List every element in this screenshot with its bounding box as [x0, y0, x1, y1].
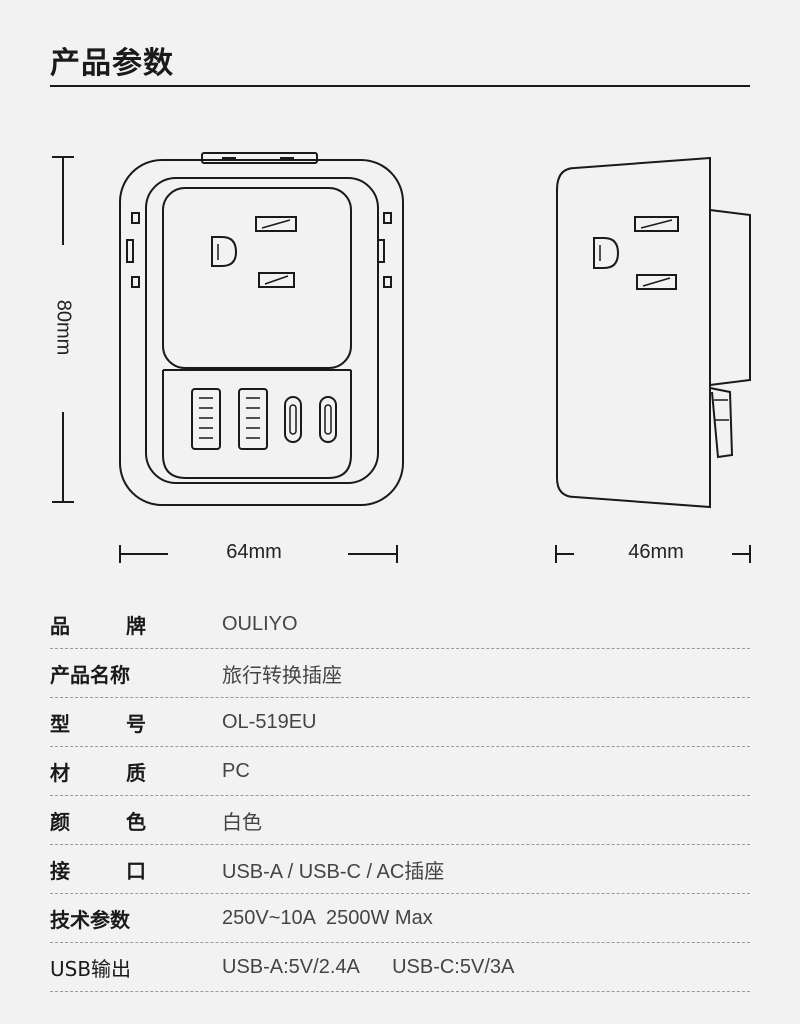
spec-label: 材质	[50, 760, 146, 785]
height-dimension-line	[52, 156, 74, 503]
spec-label: 型号	[50, 711, 146, 736]
title-divider	[50, 85, 750, 87]
spec-label: 接口	[50, 858, 146, 883]
spec-row-interface: 接口 USB-A / USB-C / AC插座	[50, 845, 750, 894]
spec-label: 技术参数	[50, 907, 130, 932]
spec-label: USB输出	[50, 956, 132, 981]
spec-value: OL-519EU	[222, 710, 317, 733]
width-dimension-line	[119, 545, 398, 563]
spec-row-usb-output: USB输出 USB-A:5V/2.4A USB-C:5V/3A	[50, 943, 750, 992]
spec-value: 白色	[222, 811, 262, 834]
page-title: 产品参数	[50, 46, 174, 81]
spec-row-material: 材质 PC	[50, 747, 750, 796]
spec-label: 品牌	[50, 613, 146, 638]
depth-dimension-label: 46mm	[628, 541, 684, 563]
product-line-drawing	[52, 152, 751, 563]
spec-value: 250V~10A 2500W Max	[222, 906, 433, 929]
spec-value: PC	[222, 759, 250, 782]
spec-label: 颜色	[50, 809, 146, 834]
spec-row-model: 型号 OL-519EU	[50, 698, 750, 747]
spec-table: 品牌 OULIYO 产品名称 旅行转换插座 型号 OL-519EU 材质 PC …	[50, 600, 750, 992]
spec-row-technical: 技术参数 250V~10A 2500W Max	[50, 894, 750, 943]
depth-dimension-line	[555, 545, 751, 563]
front-view	[119, 152, 404, 506]
height-dimension-label: 80mm	[52, 299, 75, 356]
side-view	[556, 156, 751, 509]
spec-row-product-name: 产品名称 旅行转换插座	[50, 649, 750, 698]
width-dimension-label: 64mm	[226, 541, 282, 563]
spec-row-color: 颜色 白色	[50, 796, 750, 845]
spec-row-brand: 品牌 OULIYO	[50, 600, 750, 649]
spec-value: USB-A:5V/2.4A USB-C:5V/3A	[222, 955, 515, 978]
spec-value: 旅行转换插座	[222, 664, 342, 687]
spec-value: OULIYO	[222, 612, 298, 635]
spec-value: USB-A / USB-C / AC插座	[222, 860, 445, 883]
spec-label: 产品名称	[50, 662, 130, 687]
